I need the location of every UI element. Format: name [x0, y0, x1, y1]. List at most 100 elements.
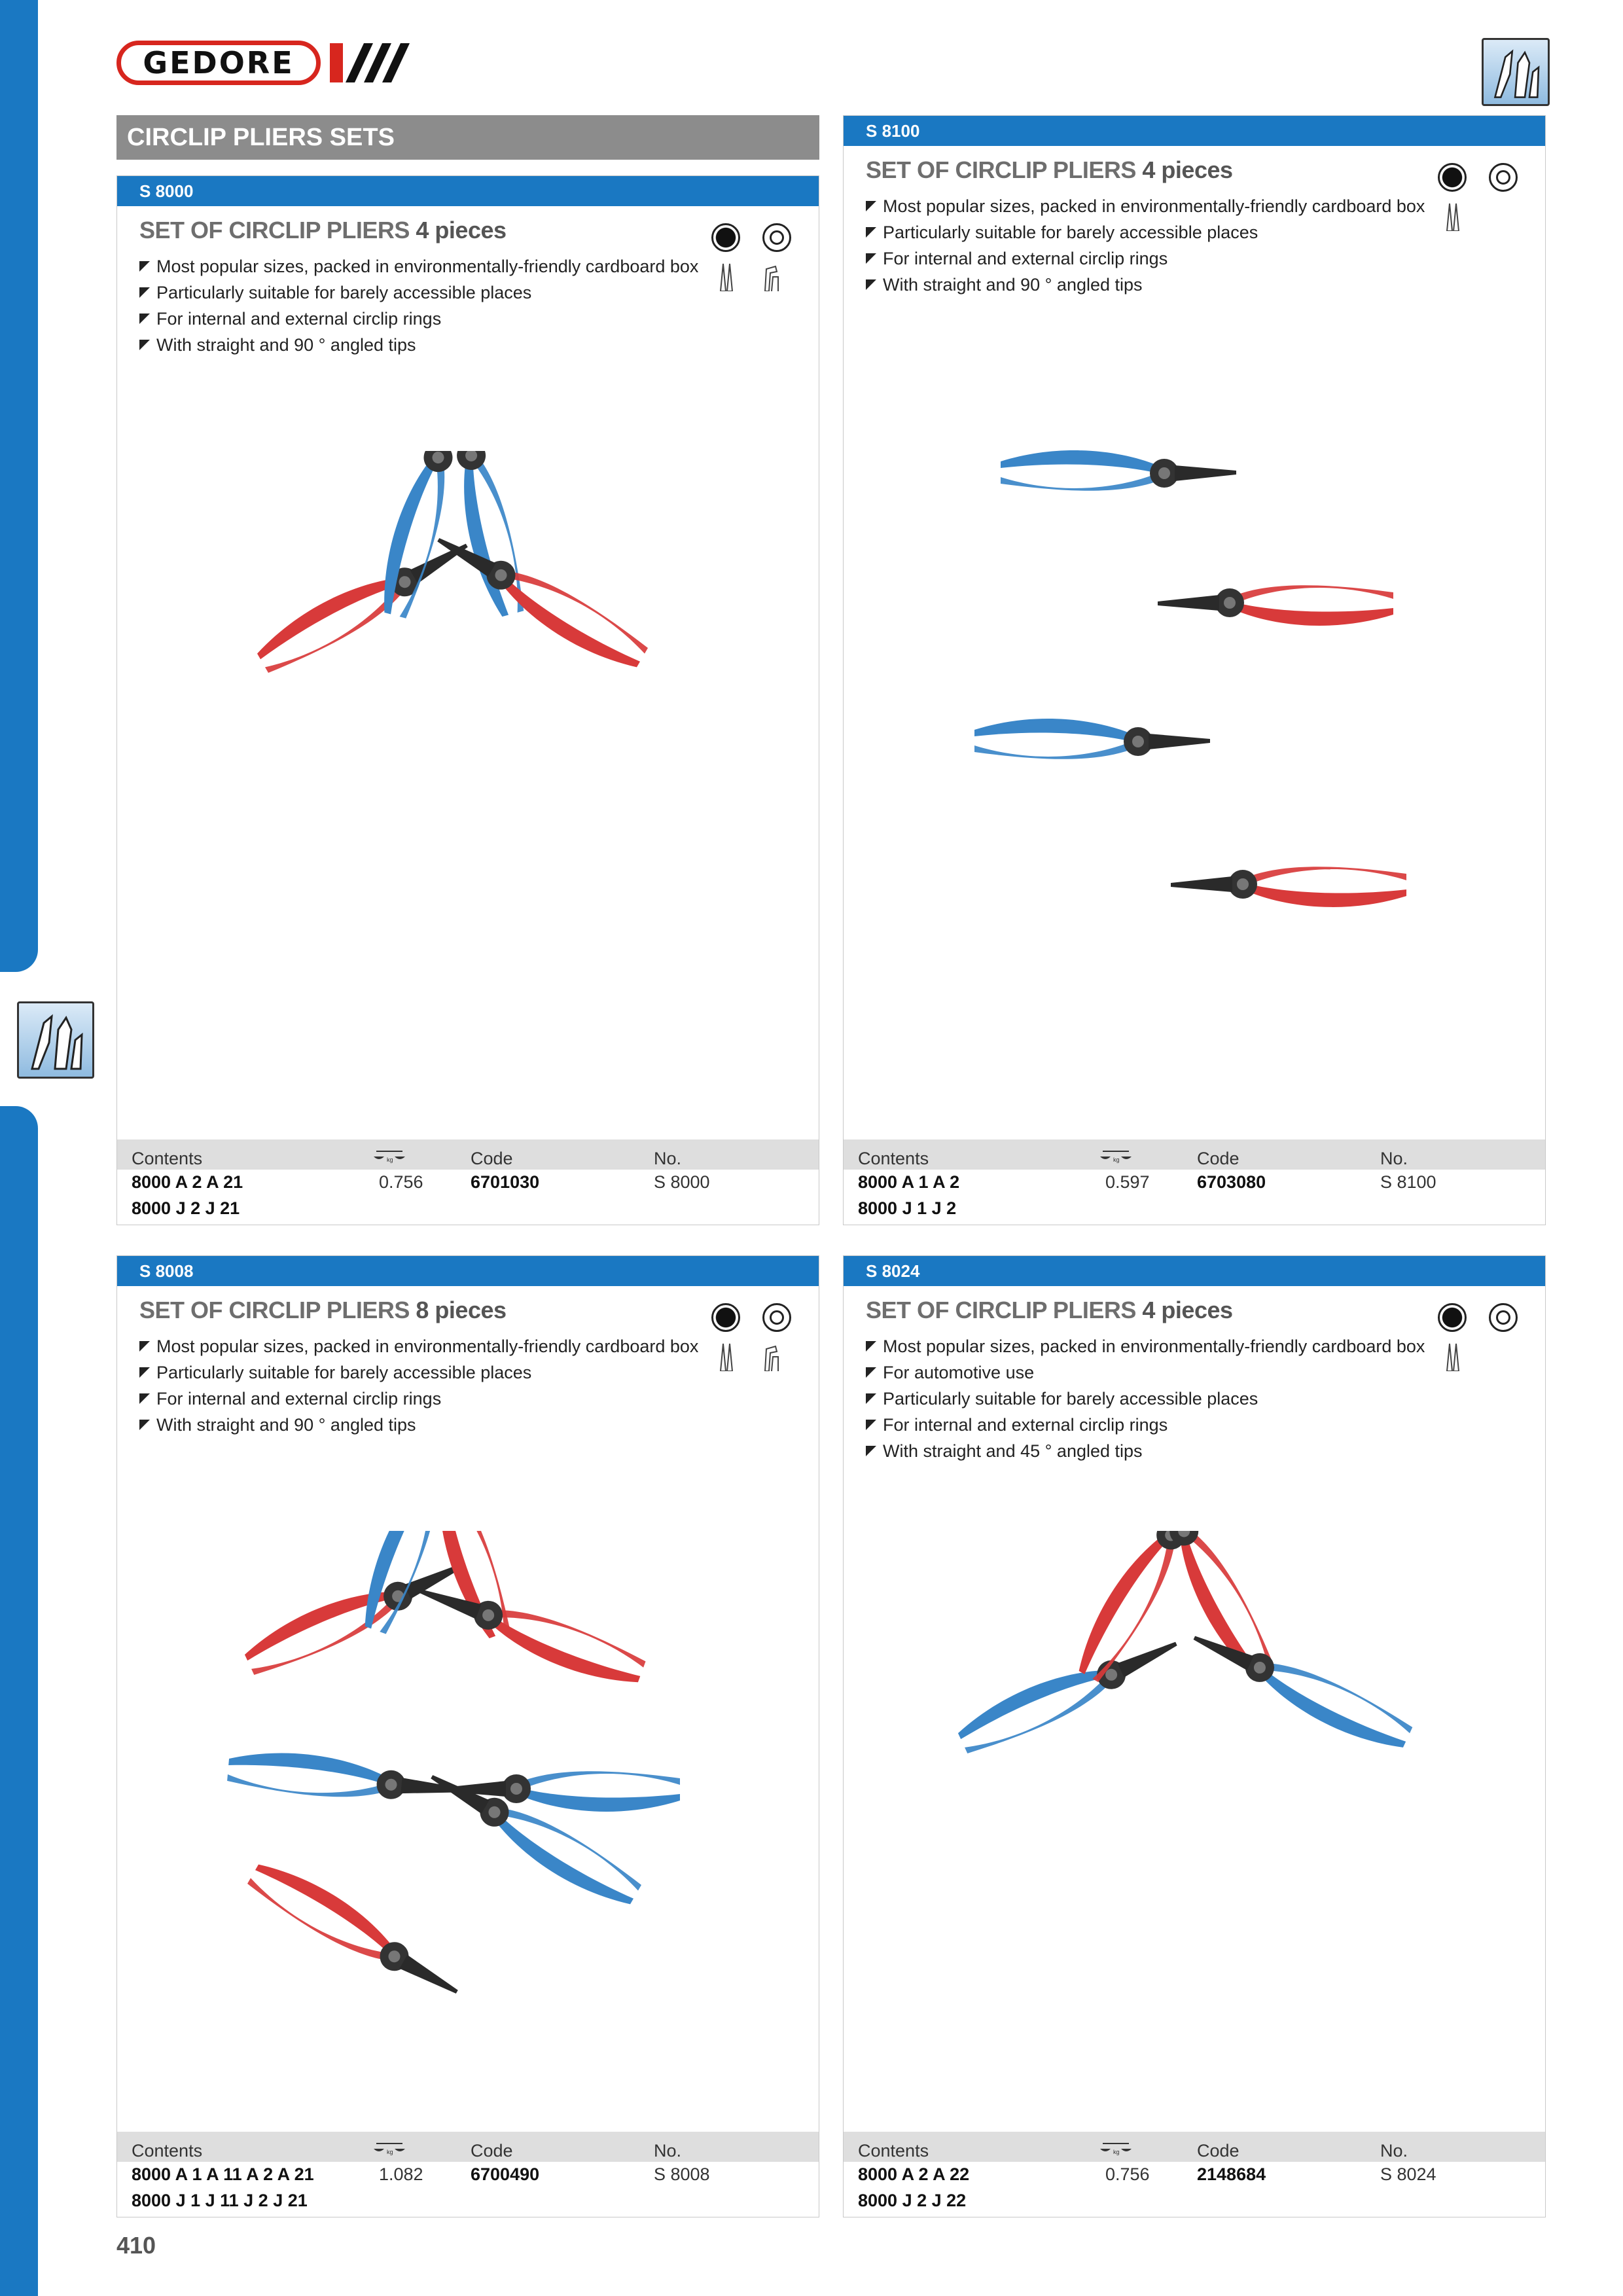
svg-text:kg: kg	[387, 2149, 393, 2155]
feature-item: Most popular sizes, packed in environmen…	[139, 1333, 698, 1359]
circlip-pliers	[974, 719, 1210, 759]
contents-line: 8000 J 1 J 11 J 2 J 21	[132, 2191, 308, 2210]
no-header: No.	[1380, 2141, 1408, 2161]
circlip-pliers	[384, 451, 453, 619]
straight-tip-icon	[719, 1343, 734, 1371]
feature-item: For internal and external circlip rings	[866, 245, 1425, 272]
circlip-pliers	[431, 1775, 641, 1905]
svg-text:kg: kg	[1113, 2149, 1120, 2155]
product-photo	[257, 451, 648, 673]
feature-item: For internal and external circlip rings	[139, 1386, 698, 1412]
product-card: S 8000 SET OF CIRCLIP PLIERS 4 pieces Mo…	[116, 175, 819, 1225]
feature-item: Most popular sizes, packed in environmen…	[866, 193, 1425, 219]
brand-logo: GEDORE	[116, 39, 412, 86]
angled-tip-icon	[764, 1345, 779, 1371]
article-number: S 8024	[1380, 2164, 1436, 2184]
product-title: SET OF CIRCLIP PLIERS 4 pieces	[866, 156, 1233, 184]
product-photo	[957, 1531, 1413, 1753]
circlip-pliers	[1171, 867, 1406, 907]
straight-tip-icon	[1446, 203, 1460, 231]
product-number-header: S 8000	[117, 176, 819, 206]
application-icons	[1427, 1303, 1525, 1375]
article-number: S 8000	[654, 1172, 710, 1192]
circlip-pliers	[444, 1771, 680, 1812]
feature-list: Most popular sizes, packed in environmen…	[139, 1333, 698, 1438]
weight-scale-icon: kg	[1100, 1151, 1132, 1163]
internal-circlip-icon	[1438, 1303, 1467, 1332]
contents-line: 8000 J 1 J 2	[858, 1198, 957, 1218]
feature-item: For internal and external circlip rings	[139, 306, 698, 332]
feature-list: Most popular sizes, packed in environmen…	[139, 253, 698, 358]
product-photo	[974, 450, 1406, 907]
pliers-category-icon	[1482, 38, 1550, 106]
application-icons	[701, 223, 799, 295]
circlip-pliers	[244, 1563, 464, 1675]
contents-line: 8000 A 2 A 22	[858, 2164, 970, 2184]
product-title-prefix: SET OF CIRCLIP PLIERS	[139, 217, 410, 243]
side-color-bar-top	[0, 0, 38, 972]
feature-item: Particularly suitable for barely accessi…	[139, 1359, 698, 1386]
angled-tip-icon	[764, 265, 779, 291]
circlip-pliers	[227, 1753, 463, 1799]
external-circlip-icon	[1489, 163, 1518, 192]
product-number-header: S 8100	[844, 116, 1545, 146]
page-number: 410	[116, 2232, 156, 2259]
feature-item: Most popular sizes, packed in environmen…	[139, 253, 698, 279]
feature-item: Particularly suitable for barely accessi…	[866, 1386, 1425, 1412]
product-number-header: S 8008	[117, 1256, 819, 1286]
contents-line: 8000 A 1 A 11 A 2 A 21	[132, 2164, 314, 2184]
product-piece-count: 8 pieces	[416, 1297, 507, 1323]
weight-value: 1.082	[379, 2164, 423, 2184]
external-circlip-icon	[762, 223, 791, 252]
circlip-pliers	[1158, 585, 1393, 626]
weight-value: 0.756	[1105, 2164, 1150, 2184]
section-title: CIRCLIP PLIERS SETS	[116, 115, 819, 160]
product-photo	[227, 1531, 680, 1994]
code-value: 6703080	[1197, 1172, 1266, 1192]
circlip-pliers	[419, 1589, 646, 1683]
contents-header: Contents	[132, 1149, 203, 1168]
circlip-pliers	[957, 1641, 1177, 1753]
contents-line: 8000 A 2 A 21	[132, 1172, 243, 1192]
table-header: Contents kg Code No.	[844, 1139, 1545, 1170]
code-value: 6700490	[471, 2164, 540, 2184]
no-header: No.	[654, 1149, 682, 1168]
feature-item: For automotive use	[866, 1359, 1425, 1386]
code-header: Code	[1197, 2141, 1240, 2161]
svg-text:kg: kg	[387, 1157, 393, 1163]
weight-scale-icon: kg	[1100, 2143, 1132, 2155]
external-circlip-icon	[762, 1303, 791, 1332]
svg-text:kg: kg	[1113, 1157, 1120, 1163]
code-header: Code	[1197, 1149, 1240, 1168]
feature-list: Most popular sizes, packed in environmen…	[866, 193, 1425, 298]
contents-line: 8000 A 1 A 2	[858, 1172, 960, 1192]
table-header: Contents kg Code No.	[844, 2132, 1545, 2162]
internal-circlip-icon	[711, 223, 740, 252]
contents-header: Contents	[858, 1149, 929, 1168]
article-number: S 8008	[654, 2164, 710, 2184]
product-number-header: S 8024	[844, 1256, 1545, 1286]
product-title: SET OF CIRCLIP PLIERS 4 pieces	[866, 1297, 1233, 1324]
code-value: 6701030	[471, 1172, 540, 1192]
product-title: SET OF CIRCLIP PLIERS 4 pieces	[139, 217, 507, 244]
no-header: No.	[654, 2141, 682, 2161]
application-icons	[1427, 163, 1525, 235]
product-title-prefix: SET OF CIRCLIP PLIERS	[866, 156, 1136, 183]
feature-item: Most popular sizes, packed in environmen…	[866, 1333, 1425, 1359]
article-number: S 8100	[1380, 1172, 1436, 1192]
brand-logo-oval: GEDORE	[116, 41, 321, 85]
straight-tip-icon	[1446, 1343, 1460, 1371]
circlip-pliers	[1001, 450, 1236, 491]
application-icons	[701, 1303, 799, 1375]
product-title-prefix: SET OF CIRCLIP PLIERS	[139, 1297, 410, 1323]
product-title-prefix: SET OF CIRCLIP PLIERS	[866, 1297, 1136, 1323]
code-header: Code	[471, 1149, 513, 1168]
circlip-pliers	[437, 538, 648, 668]
weight-scale-icon: kg	[374, 1151, 405, 1163]
feature-item: With straight and 90 ° angled tips	[866, 272, 1425, 298]
circlip-pliers	[365, 1531, 437, 1634]
feature-item: For internal and external circlip rings	[866, 1412, 1425, 1438]
weight-value: 0.597	[1105, 1172, 1150, 1192]
pliers-category-icon	[17, 1001, 94, 1079]
no-header: No.	[1380, 1149, 1408, 1168]
